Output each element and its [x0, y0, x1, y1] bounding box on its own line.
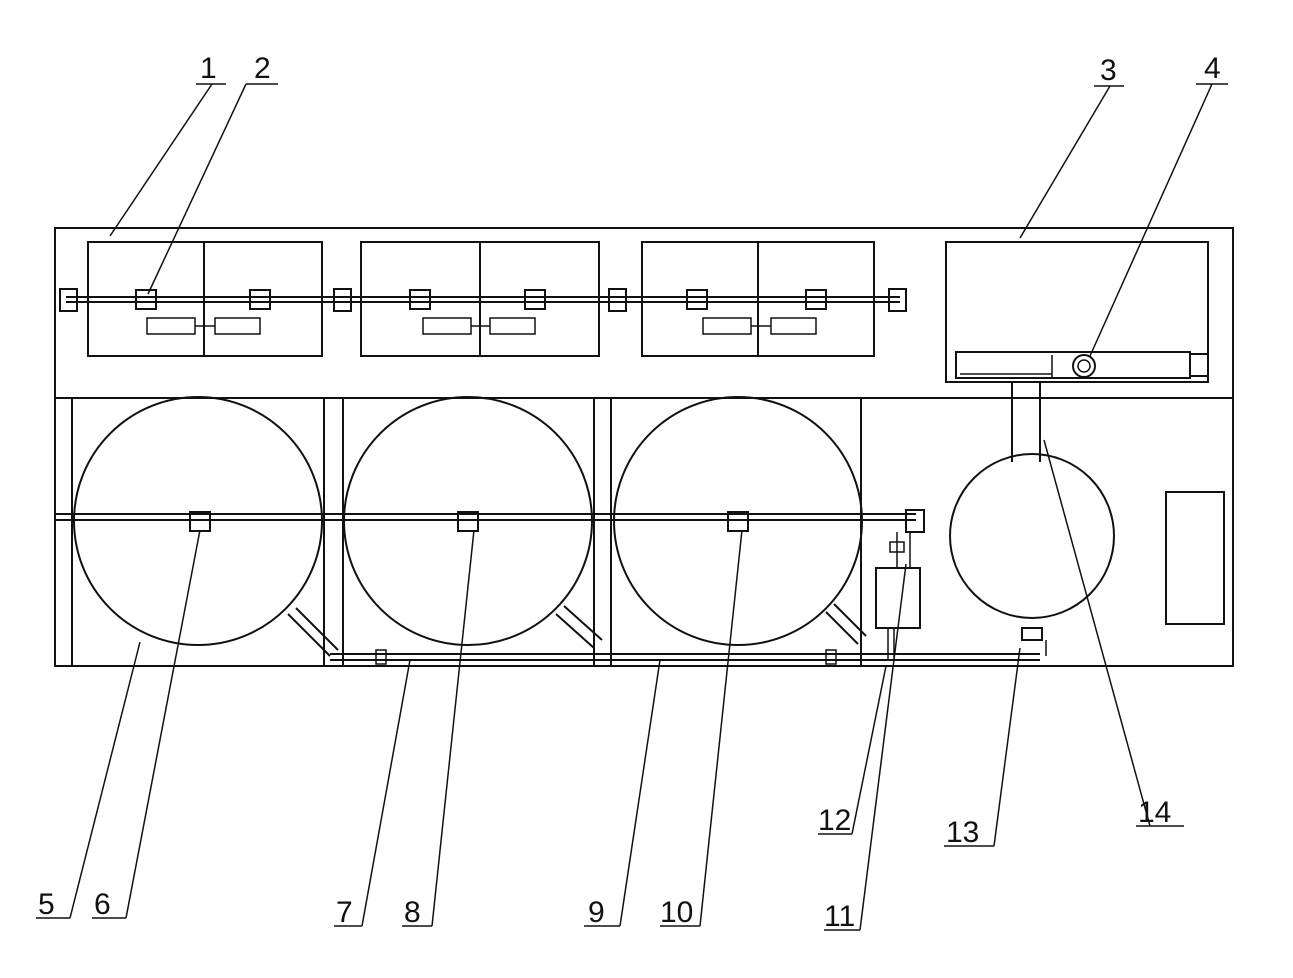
label-5: 5 [38, 888, 55, 921]
control-box [945, 241, 1209, 383]
label-2: 2 [254, 52, 271, 85]
label-6: 6 [94, 888, 111, 921]
right-upper-unit [945, 241, 1209, 462]
label-9: 9 [588, 896, 605, 929]
label-8: 8 [404, 896, 421, 929]
label-11: 11 [824, 900, 855, 933]
gauge-icon [1072, 354, 1096, 378]
label-underlines [36, 83, 1228, 931]
upper-rail [59, 288, 907, 312]
label-10: 10 [660, 896, 693, 929]
small-tank [949, 453, 1115, 619]
label-13: 13 [946, 816, 979, 849]
pump-unit [875, 532, 921, 660]
upper-compartments [87, 241, 875, 357]
outer-frame [54, 227, 1234, 667]
label-3: 3 [1100, 54, 1117, 87]
lower-dividers [71, 398, 862, 666]
bottom-pipes [287, 603, 1047, 665]
lower-rail [55, 509, 925, 533]
label-12: 12 [818, 804, 851, 837]
label-4: 4 [1204, 52, 1221, 85]
side-panel [1165, 491, 1225, 625]
label-14: 14 [1138, 796, 1171, 829]
label-1: 1 [200, 52, 217, 85]
leader-lines [69, 83, 1213, 931]
labels: 1 2 3 4 5 6 7 8 9 10 11 12 13 14 [38, 52, 1221, 933]
label-7: 7 [336, 896, 353, 929]
